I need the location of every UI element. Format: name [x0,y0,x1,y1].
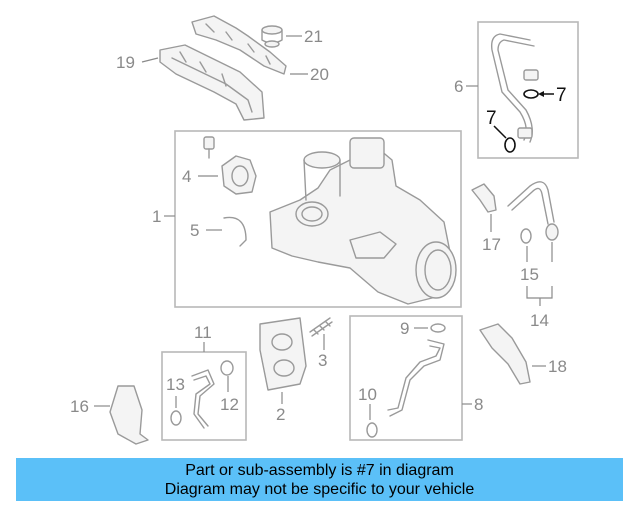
callout-12[interactable]: 12 [220,395,239,414]
part-10-seal[interactable] [366,422,378,438]
callout-15[interactable]: 15 [520,265,539,284]
callout-5[interactable]: 5 [190,221,199,240]
part-18-heat-shield[interactable] [479,323,531,385]
callout-7b[interactable]: 7 [486,108,497,129]
box-part-8 [349,315,463,441]
callout-4[interactable]: 4 [182,167,191,186]
part-16-bracket[interactable] [109,385,149,445]
part-9-seal[interactable] [430,323,446,333]
arrow-7a [538,91,544,97]
callout-17[interactable]: 17 [482,235,501,254]
callout-21[interactable]: 21 [304,27,323,46]
callout-13[interactable]: 13 [166,375,185,394]
part-2-gasket[interactable] [259,317,307,391]
callout-1[interactable]: 1 [152,207,161,226]
box-part-1 [174,130,462,308]
part-7-seal-upper[interactable] [523,89,539,99]
part-3-stud[interactable] [309,317,333,337]
callout-3[interactable]: 3 [318,351,327,370]
part-6-oil-line[interactable] [490,33,539,143]
part-14-coolant-line[interactable] [507,181,559,241]
callout-11[interactable]: 11 [194,323,212,342]
part-8-return-line[interactable] [387,339,445,417]
banner-line-1: Part or sub-assembly is #7 in diagram [185,461,454,479]
part-4-actuator[interactable] [203,136,257,195]
part-5-clip[interactable] [223,216,247,247]
callout-2[interactable]: 2 [276,405,285,424]
box-part-6 [477,21,579,159]
part-11-oil-feed-line[interactable] [191,360,234,429]
callout-16[interactable]: 16 [70,397,89,416]
callout-10[interactable]: 10 [358,385,377,404]
banner-line-2: Diagram may not be specific to your vehi… [164,480,475,498]
callout-9[interactable]: 9 [400,319,409,338]
leader-19 [141,57,159,63]
part-21-plug[interactable] [261,25,283,48]
leader-14 [526,286,553,306]
part-17-bracket[interactable] [471,183,497,213]
part-13-seal[interactable] [170,410,182,426]
callout-14[interactable]: 14 [530,311,549,330]
callout-7a[interactable]: 7 [556,85,567,106]
info-banner: Part or sub-assembly is #7 in diagram Di… [16,458,623,501]
callout-6[interactable]: 6 [454,77,463,96]
part-1-turbocharger[interactable] [269,137,457,305]
callout-8[interactable]: 8 [474,395,483,414]
part-7-seal-lower[interactable] [504,137,516,153]
part-15-seal[interactable] [520,228,532,244]
part-20-gasket[interactable] [191,15,287,75]
callout-18[interactable]: 18 [548,357,567,376]
callout-19[interactable]: 19 [116,53,135,72]
part-19-heat-shield[interactable] [159,44,265,121]
leader-7b [493,125,507,139]
callout-20[interactable]: 20 [310,65,329,84]
